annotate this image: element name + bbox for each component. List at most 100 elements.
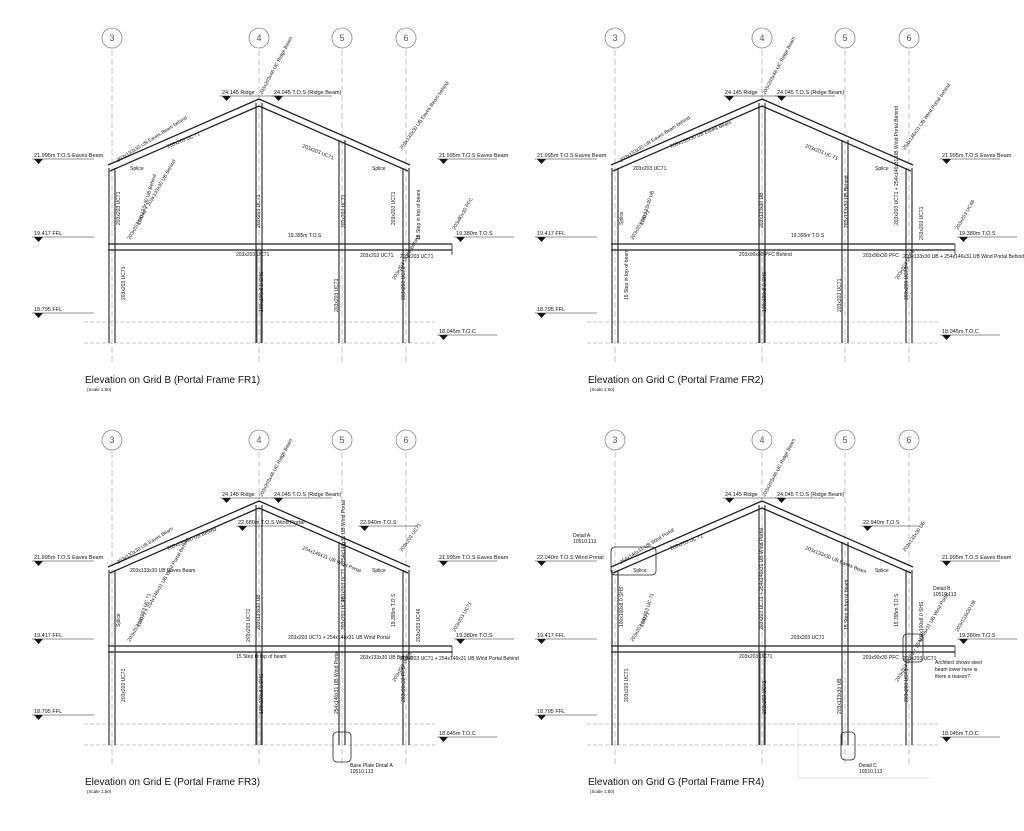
grid-label-4: 4 xyxy=(256,435,261,445)
elevation-title: Elevation on Grid G (Portal Frame FR4) xyxy=(588,777,764,788)
member-label-17: 203x203 UC71 xyxy=(401,266,407,300)
level-left-ffl-marker xyxy=(34,639,43,644)
grid-label-4: 4 xyxy=(759,33,764,43)
member-label-20: 203x203 UC46 xyxy=(955,199,977,231)
architect-note-1: beam lower here is xyxy=(935,667,978,673)
ridge-level: 24.145 Ridge xyxy=(725,492,758,498)
grid-label-3: 3 xyxy=(109,435,114,445)
ridge-level: 24.145 Ridge xyxy=(222,90,255,96)
elevation-scale: (Scale 1:50) xyxy=(590,789,615,794)
member-label-23: 203x133x30 UB + 254x146x31 UB Wind Porta… xyxy=(903,254,1024,260)
mid-level-1-marker xyxy=(360,526,369,531)
member-label-8: Splice xyxy=(116,613,122,627)
ridge-beam-level: 24.045 T.O.S (Ridge Beam) xyxy=(777,492,845,498)
member-label-7: Splice xyxy=(875,568,889,574)
member-label-23: 203x203 UC71 xyxy=(400,254,434,260)
member-label-21: 203x203 UC71 xyxy=(762,680,768,714)
member-label-22: 203x203 UC71 xyxy=(837,278,843,312)
mid-level-0-marker xyxy=(238,526,247,531)
rafter-left-top xyxy=(610,98,763,166)
grid-bubble-4 xyxy=(248,27,270,49)
member-label-13: 203x203 UC71 xyxy=(121,266,127,300)
rafter-right-bottom xyxy=(761,105,912,172)
level-right-toc-marker xyxy=(439,335,448,340)
level-right-toc: 18.045m T.O.C xyxy=(942,731,979,737)
level-left-ffl: 19.417 FFL xyxy=(34,633,62,639)
grid-bubble-6 xyxy=(395,429,417,451)
elevation-title: Elevation on Grid C (Portal Frame FR2) xyxy=(588,375,764,386)
grid-bubble-6 xyxy=(395,27,417,49)
member-label-4: 203x203 UC 71 xyxy=(167,131,202,150)
member-label-1: 254x146x31 UB Wind Portal xyxy=(619,527,675,565)
member-label-13: 203x203 UC71 xyxy=(121,668,127,702)
member-label-20: 203x133x30 UB xyxy=(955,599,978,633)
level-right-toc-marker xyxy=(942,335,951,340)
grid-bubble-3 xyxy=(101,429,123,451)
rafter-left-top xyxy=(107,500,260,568)
elevation-scale: (Scale 1:50) xyxy=(87,789,112,794)
level-left-eaves: 21.995m T.O.S Eaves Beam xyxy=(34,555,104,561)
rafter-right-bottom xyxy=(258,507,409,574)
member-label-22: 203x203 UC71 xyxy=(334,278,340,312)
detail-a-bubble xyxy=(610,546,657,576)
member-label-20: 203x203 UC71 xyxy=(452,601,474,633)
ridge-beam-level: 24.045 T.O.S (Ridge Beam) xyxy=(274,90,342,96)
member-label-14: 203x203 UC71 xyxy=(791,635,825,641)
member-label-17: 203x203 UC71 xyxy=(904,668,910,702)
member-label-16: 203x133x30 UB Behind xyxy=(360,655,413,661)
ridge-level: 24.145 Ridge xyxy=(222,492,255,498)
member-label-3: 203x133x30 UB xyxy=(902,520,928,553)
level-right-eaves: 21.995m T.O.S Eaves Beam xyxy=(942,555,1012,561)
member-label-15: 203x90x30 PFC Behind xyxy=(739,252,792,258)
ridge-level-marker xyxy=(725,96,734,101)
rafter-right-top xyxy=(258,98,411,166)
grid-label-5: 5 xyxy=(339,435,344,445)
member-label-6: Splice xyxy=(633,568,647,574)
member-label-17: 203x90x30 PFC xyxy=(401,666,407,702)
grid-bubble-4 xyxy=(751,429,773,451)
member-label-11: 15 Step in top of beam xyxy=(844,580,850,630)
member-label-12: 19.395m T.O.S xyxy=(391,593,397,627)
member-label-8: 100x100x8.0 SHS xyxy=(619,586,625,627)
rafter-left-top xyxy=(107,98,260,166)
callout-1: 10510.113 xyxy=(350,769,373,775)
member-label-16: 203x90x30 PFC xyxy=(863,253,899,259)
member-label-14: 19.395m T.O.S xyxy=(791,233,825,239)
member-label-0: 203x203x46 UC Ridge Beam xyxy=(258,36,294,96)
rafter-left-bottom xyxy=(109,105,260,172)
rafter-right-top xyxy=(761,98,914,166)
grid-label-6: 6 xyxy=(906,33,911,43)
grid-bubble-5 xyxy=(834,27,856,49)
level-left-ffl-marker xyxy=(34,237,43,242)
member-label-6: Splice xyxy=(130,166,144,172)
level-left-ffl-marker xyxy=(537,639,546,644)
level-left-ffl-marker xyxy=(537,237,546,242)
detail-a-bubble xyxy=(332,731,352,763)
member-label-14: 203x203 UC71 + 254x146x31 UB Wind Portal xyxy=(288,635,390,641)
member-label-12: 203x203 UC71 + 254x146x31 UB Wind Portal… xyxy=(894,106,900,225)
mid-level-1: 22.940m T.O.S xyxy=(360,520,397,526)
grid-bubble-5 xyxy=(834,429,856,451)
grid-bubble-3 xyxy=(101,27,123,49)
member-label-0: 203x203x46 UC Ridge Beam xyxy=(761,438,797,498)
member-label-16: 203x203 UC71 xyxy=(360,253,394,259)
member-label-11: 203x203 UC46 xyxy=(341,596,347,630)
ridge-beam-level: 24.045 T.O.S (Ridge Beam) xyxy=(777,90,845,96)
rafter-right-top xyxy=(258,500,411,568)
member-label-11: 203x203 UC71 xyxy=(341,194,347,228)
detail-b-bubble xyxy=(902,633,924,663)
ridge-beam-level-marker xyxy=(777,498,786,503)
ridge-beam-level-marker xyxy=(777,96,786,101)
level-right-toc-marker xyxy=(439,737,448,742)
level-left-ffl: 19.417 FFL xyxy=(537,231,565,237)
level-left-eaves: 21.995m T.O.S Eaves Beam xyxy=(537,153,607,159)
member-label-12: 203x203 UC71 xyxy=(391,191,397,225)
member-label-3: 203x203 UC71 xyxy=(399,522,423,553)
level-right-tos-marker xyxy=(456,639,465,644)
level-right-tos: 19.380m T.O.S xyxy=(959,231,996,237)
member-label-10: 203x203 UC71 + 254x146x31 UB Wind Portal xyxy=(759,528,765,630)
